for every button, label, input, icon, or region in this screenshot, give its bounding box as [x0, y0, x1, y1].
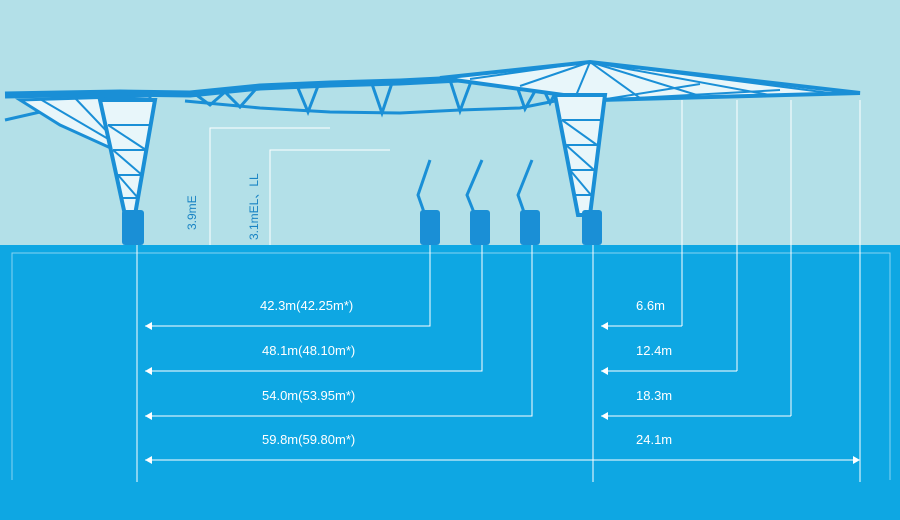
boarding-arms [416, 159, 534, 216]
right-tower-ribs [561, 119, 600, 196]
boarding-arm-3 [516, 159, 534, 216]
right-dimension-lines [601, 325, 791, 417]
arrowheads [145, 322, 860, 464]
water-area [0, 245, 900, 520]
right-distance-label-3: 18.3m [636, 388, 672, 403]
right-distance-label-1: 6.6m [636, 298, 665, 313]
truss-bottom-chord [184, 98, 561, 115]
right-distance-label-2: 12.4m [636, 343, 672, 358]
roof-structure [4, 59, 861, 217]
height-line-1 [209, 127, 330, 245]
height-line-2 [269, 149, 390, 245]
left-dim-line-1 [145, 245, 431, 327]
dock-posts [122, 210, 602, 245]
right-distance-label-4: 24.1m [636, 432, 672, 447]
dock-post-right [582, 210, 602, 245]
dock-post-2 [470, 210, 490, 245]
dock-post-left [122, 210, 144, 245]
boarding-arm-1 [416, 159, 432, 216]
dock-post-3 [520, 210, 540, 245]
left-dim-line-3 [145, 245, 533, 417]
left-tower-ribs [107, 124, 150, 199]
left-distance-label-3: 54.0m(53.95m*) [262, 388, 355, 403]
water-frame [11, 252, 891, 480]
left-distance-label-2: 48.1m(48.10m*) [262, 343, 355, 358]
height-markers [209, 127, 390, 245]
left-dim-line-2 [145, 245, 483, 372]
left-distance-label-4: 59.8m(59.80m*) [262, 432, 355, 447]
left-distance-label-1: 42.3m(42.25m*) [260, 298, 353, 313]
left-dimension-lines [145, 245, 858, 461]
right-canopy-ribs [469, 61, 831, 101]
height-label-2: 3.1mEL、LL [247, 173, 261, 240]
height-label-1: 3.9mE [185, 195, 199, 230]
boarding-arm-2 [465, 159, 484, 216]
reference-verticals [136, 100, 861, 482]
dock-post-1 [420, 210, 440, 245]
